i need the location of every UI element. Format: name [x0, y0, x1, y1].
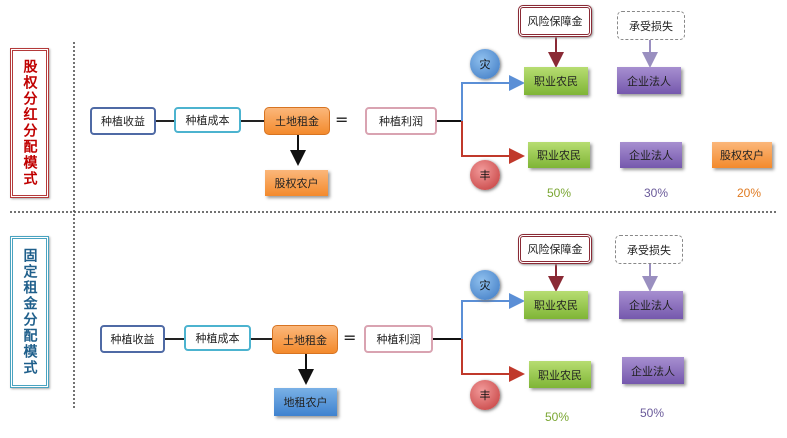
- bottom-disaster-farmer-box: 职业农民: [524, 291, 588, 319]
- bottom-farmer-share: 50%: [545, 410, 570, 424]
- bottom-profit-box: 种植利润: [364, 325, 433, 353]
- top-shareholder-farmer-box: 股权农户: [265, 170, 328, 196]
- top-harvest-badge: 丰: [470, 160, 500, 190]
- bottom-harvest-badge: 丰: [470, 380, 500, 410]
- top-disaster-enterprise-box: 企业法人: [617, 67, 681, 94]
- bottom-rent-farmer-box: 地租农户: [274, 388, 337, 416]
- bottom-rent-box: 土地租金: [272, 325, 338, 354]
- bottom-equals-sign: =: [343, 328, 357, 347]
- bottom-risk-fund-box: 风险保障金: [518, 234, 592, 264]
- top-bear-loss-box: 承受损失: [617, 11, 685, 40]
- bottom-income-box: 种植收益: [100, 325, 165, 353]
- top-income-box: 种植收益: [90, 107, 156, 135]
- top-disaster-farmer-box: 职业农民: [524, 67, 588, 95]
- top-risk-fund-box: 风险保障金: [518, 5, 592, 37]
- bottom-disaster-enterprise-box: 企业法人: [619, 291, 683, 319]
- top-equals-sign: =: [335, 110, 349, 129]
- bottom-enterprise-share: 50%: [640, 406, 665, 420]
- top-shareholder-share: 20%: [737, 186, 762, 200]
- bottom-harvest-farmer-box: 职业农民: [529, 361, 591, 388]
- top-farmer-share: 50%: [547, 186, 572, 200]
- top-harvest-farmer-box: 职业农民: [528, 142, 590, 168]
- top-disaster-badge: 灾: [470, 49, 500, 79]
- top-harvest-enterprise-box: 企业法人: [620, 142, 682, 168]
- top-harvest-shareholder-box: 股权农户: [712, 142, 772, 168]
- top-mode-title: 股权分红分配模式: [10, 48, 49, 198]
- bottom-harvest-enterprise-box: 企业法人: [622, 357, 684, 384]
- top-rent-box: 土地租金: [264, 107, 330, 135]
- top-profit-box: 种植利润: [365, 107, 437, 135]
- top-enterprise-share: 30%: [644, 186, 669, 200]
- bottom-mode-title: 固定租金分配模式: [10, 236, 49, 388]
- bottom-disaster-badge: 灾: [470, 270, 500, 300]
- top-cost-box: 种植成本: [174, 107, 241, 133]
- bottom-cost-box: 种植成本: [184, 325, 251, 351]
- bottom-bear-loss-box: 承受损失: [615, 235, 683, 264]
